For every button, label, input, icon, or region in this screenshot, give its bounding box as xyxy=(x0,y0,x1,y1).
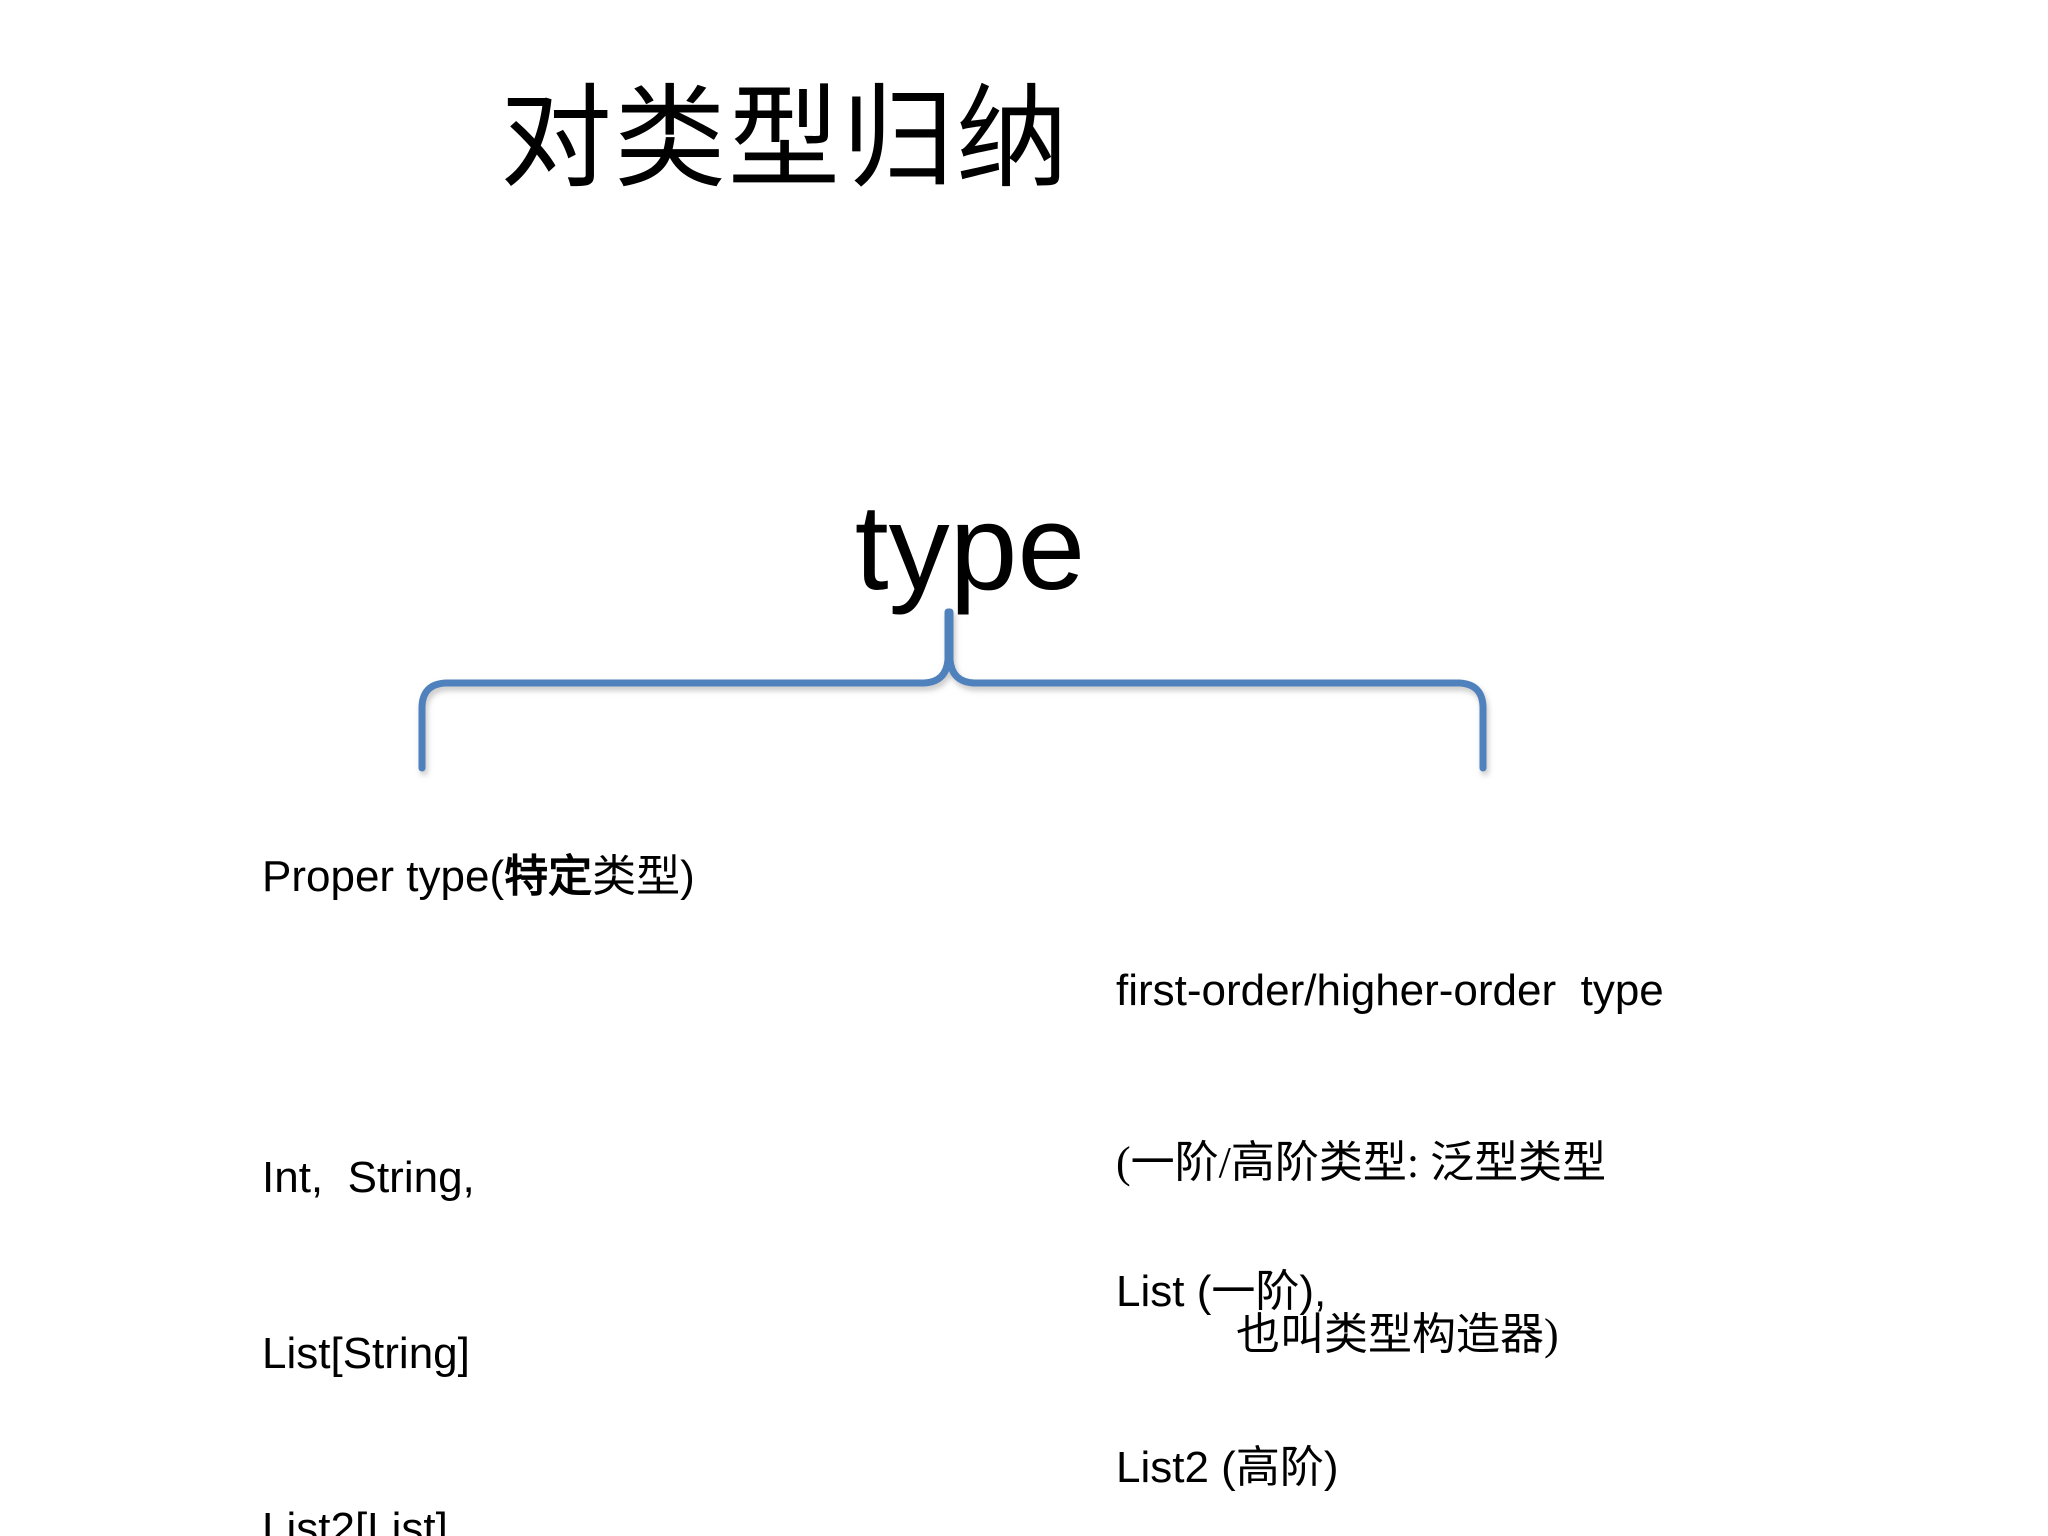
heading-part-latin-close: ) xyxy=(680,852,695,901)
heading-line: 也叫类型构造器) xyxy=(1236,1309,1559,1359)
heading-part-latin-open: Proper type( xyxy=(262,852,505,901)
example-line: List[String] xyxy=(262,1328,470,1378)
example-line: List2[List] xyxy=(262,1504,448,1536)
examples-higher-order-type: List (一阶), List2 (高阶) xyxy=(1116,1146,1816,1536)
brace-path xyxy=(418,608,1487,772)
heading-part-cjk-bold: 特定 xyxy=(504,852,593,901)
branch-higher-order-type: first-order/higher-order type (一阶/高阶类型: … xyxy=(1116,848,1916,1477)
heading-line: (一阶/高阶类型: 泛型类型 xyxy=(1116,1137,1607,1187)
heading-line: first-order/higher-order type xyxy=(1116,966,1664,1016)
page-title: 对类型归纳 xyxy=(500,78,1070,202)
example-line: List (一阶), xyxy=(1116,1267,1327,1317)
heading-part-cjk-regular: 类型 xyxy=(592,852,681,901)
examples-proper-type: Int, String, List[String] List2[List] xyxy=(262,1032,962,1536)
diagram-root-label: type xyxy=(854,479,1086,615)
brace-connector xyxy=(390,596,1530,796)
branch-heading-higher-order-type: first-order/higher-order type (一阶/高阶类型: … xyxy=(1116,848,1916,1477)
example-line: List2 (高阶) xyxy=(1116,1442,1339,1492)
branch-proper-type: Proper type(特定类型) xyxy=(262,848,1042,905)
example-line: Int, String, xyxy=(262,1153,475,1203)
branch-heading-proper-type: Proper type(特定类型) xyxy=(262,848,1042,905)
